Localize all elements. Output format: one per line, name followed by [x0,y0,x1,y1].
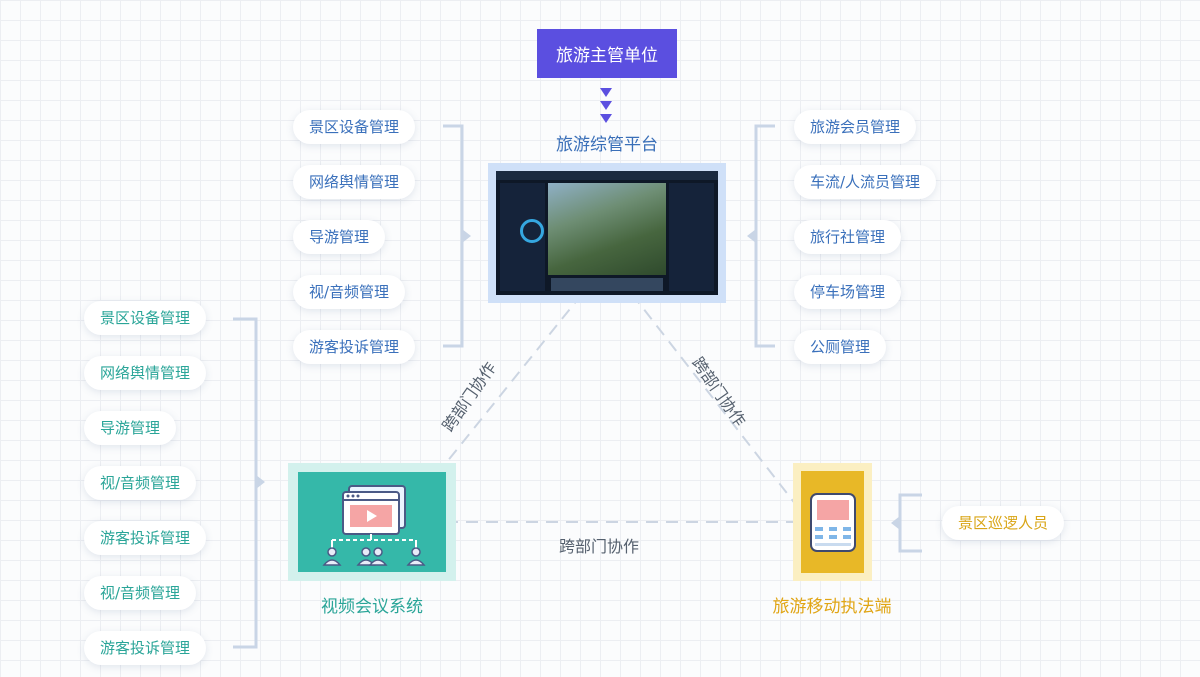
platform-title: 旅游综管平台 [556,135,658,155]
left-bottom-item-2: 导游管理 [84,411,177,445]
bracket-left-bottom-arrow [256,475,265,489]
right-top-item-2: 旅行社管理 [794,220,902,254]
left-bottom-item-6: 游客投诉管理 [84,631,207,665]
bracket-right-top [754,124,775,348]
left-bottom-item-3: 视/音频管理 [84,466,197,500]
left-top-item-1: 网络舆情管理 [293,165,416,199]
bracket-right-top-arrow [747,229,756,243]
left-bottom-item-5: 视/音频管理 [84,576,197,610]
down-arrow-1 [600,88,612,97]
mobile-terminal-title: 旅游移动执法端 [772,597,892,617]
dash-platform-mobile [631,293,801,511]
bracket-left-top-arrow [462,229,471,243]
left-bottom-item-0: 景区设备管理 [84,301,207,335]
left-top-item-0: 景区设备管理 [293,110,416,144]
dash-platform-video [441,293,583,469]
right-top-item-1: 车流/人流员管理 [794,165,937,199]
right-top-item-4: 公厕管理 [794,330,887,364]
down-arrow-2 [600,101,612,110]
video-conference-icon [298,472,446,572]
bracket-patrol-arrow [891,516,900,530]
bracket-left-top [443,124,464,348]
left-top-item-2: 导游管理 [293,220,386,254]
down-arrow-3 [600,114,612,123]
video-system-title: 视频会议系统 [321,597,423,617]
left-bottom-item-1: 网络舆情管理 [84,356,207,390]
bracket-patrol [898,493,922,553]
left-top-item-3: 视/音频管理 [293,275,406,309]
left-bottom-item-4: 游客投诉管理 [84,521,207,555]
tourism-authority-box: 旅游主管单位 [537,29,677,78]
patrol-staff-pill: 景区巡逻人员 [942,506,1065,540]
dashboard-ring-chart-icon [520,219,544,243]
left-top-item-4: 游客投诉管理 [293,330,416,364]
collab-label-bottom: 跨部门协作 [559,537,640,556]
mobile-terminal-icon [801,471,864,573]
platform-dashboard-image [496,171,718,295]
right-top-item-3: 停车场管理 [794,275,902,309]
right-top-item-0: 旅游会员管理 [794,110,917,144]
bracket-left-bottom [233,317,258,649]
